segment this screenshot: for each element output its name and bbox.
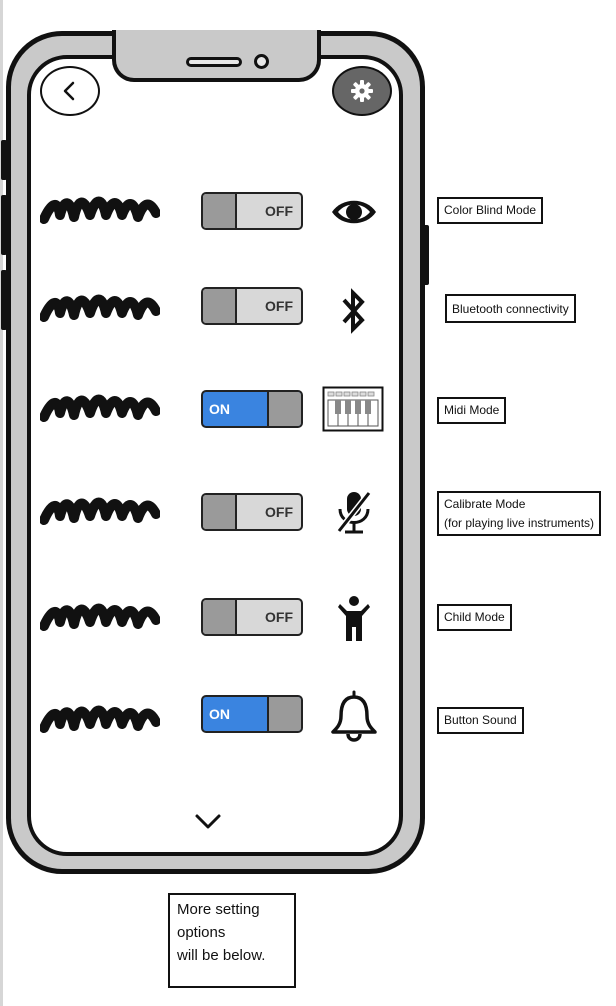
toggle-knob xyxy=(267,697,301,731)
child-icon xyxy=(338,596,370,641)
speaker xyxy=(186,57,242,67)
setting-label-placeholder xyxy=(40,294,160,322)
midi-keyboard-icon xyxy=(322,386,384,432)
midi-toggle[interactable]: ON xyxy=(201,390,303,428)
toggle-knob xyxy=(267,392,301,426)
toggle-state: ON xyxy=(209,401,230,417)
chevron-left-icon xyxy=(63,81,75,101)
toggle-state: OFF xyxy=(265,298,293,314)
color-blind-toggle[interactable]: OFF xyxy=(201,192,303,230)
front-camera xyxy=(254,54,269,69)
toggle-state: OFF xyxy=(265,504,293,520)
toggle-knob xyxy=(203,289,237,323)
gear-icon xyxy=(351,80,373,102)
button-sound-toggle[interactable]: ON xyxy=(201,695,303,733)
bell-icon xyxy=(331,690,377,742)
note-subtext: (for playing live instruments) xyxy=(444,516,595,530)
note-line: options xyxy=(177,924,226,941)
note-text: Bluetooth connectivity xyxy=(452,302,569,316)
note-text: Calibrate Mode xyxy=(444,497,526,511)
phone-notch xyxy=(112,30,321,82)
toggle-knob xyxy=(203,194,237,228)
button-sound-note: Button Sound xyxy=(437,707,524,734)
calibrate-note: Calibrate Mode (for playing live instrum… xyxy=(437,491,602,536)
toggle-state: ON xyxy=(209,706,230,722)
chevron-down-icon[interactable] xyxy=(193,810,223,834)
child-mode-toggle[interactable]: OFF xyxy=(201,598,303,636)
bluetooth-icon xyxy=(342,288,365,334)
midi-note: Midi Mode xyxy=(437,397,507,424)
note-text: Button Sound xyxy=(444,713,517,727)
note-line: More setting xyxy=(177,901,260,918)
more-settings-note: More setting options will be below. xyxy=(168,893,296,988)
page-edge xyxy=(0,0,3,1006)
setting-label-placeholder xyxy=(40,394,160,422)
note-text: Midi Mode xyxy=(444,403,500,417)
toggle-knob xyxy=(203,600,237,634)
mute-switch xyxy=(1,140,7,180)
toggle-knob xyxy=(203,495,237,529)
back-button[interactable] xyxy=(40,66,100,116)
mic-off-icon xyxy=(336,491,372,534)
bluetooth-toggle[interactable]: OFF xyxy=(201,287,303,325)
child-mode-note: Child Mode xyxy=(437,604,512,631)
note-text: Child Mode xyxy=(444,610,505,624)
settings-button[interactable] xyxy=(332,66,392,116)
calibrate-toggle[interactable]: OFF xyxy=(201,493,303,531)
note-text: Color Blind Mode xyxy=(444,203,537,217)
bluetooth-note: Bluetooth connectivity xyxy=(445,294,576,323)
setting-label-placeholder xyxy=(40,497,160,525)
toggle-state: OFF xyxy=(265,609,293,625)
eye-icon xyxy=(332,200,376,224)
setting-label-placeholder xyxy=(40,603,160,631)
power-button xyxy=(423,225,429,285)
volume-up-button xyxy=(1,195,7,255)
toggle-state: OFF xyxy=(265,203,293,219)
volume-down-button xyxy=(1,270,7,330)
color-blind-note: Color Blind Mode xyxy=(437,197,544,224)
setting-label-placeholder xyxy=(40,705,160,733)
note-line: will be below. xyxy=(177,947,266,964)
setting-label-placeholder xyxy=(40,196,160,224)
